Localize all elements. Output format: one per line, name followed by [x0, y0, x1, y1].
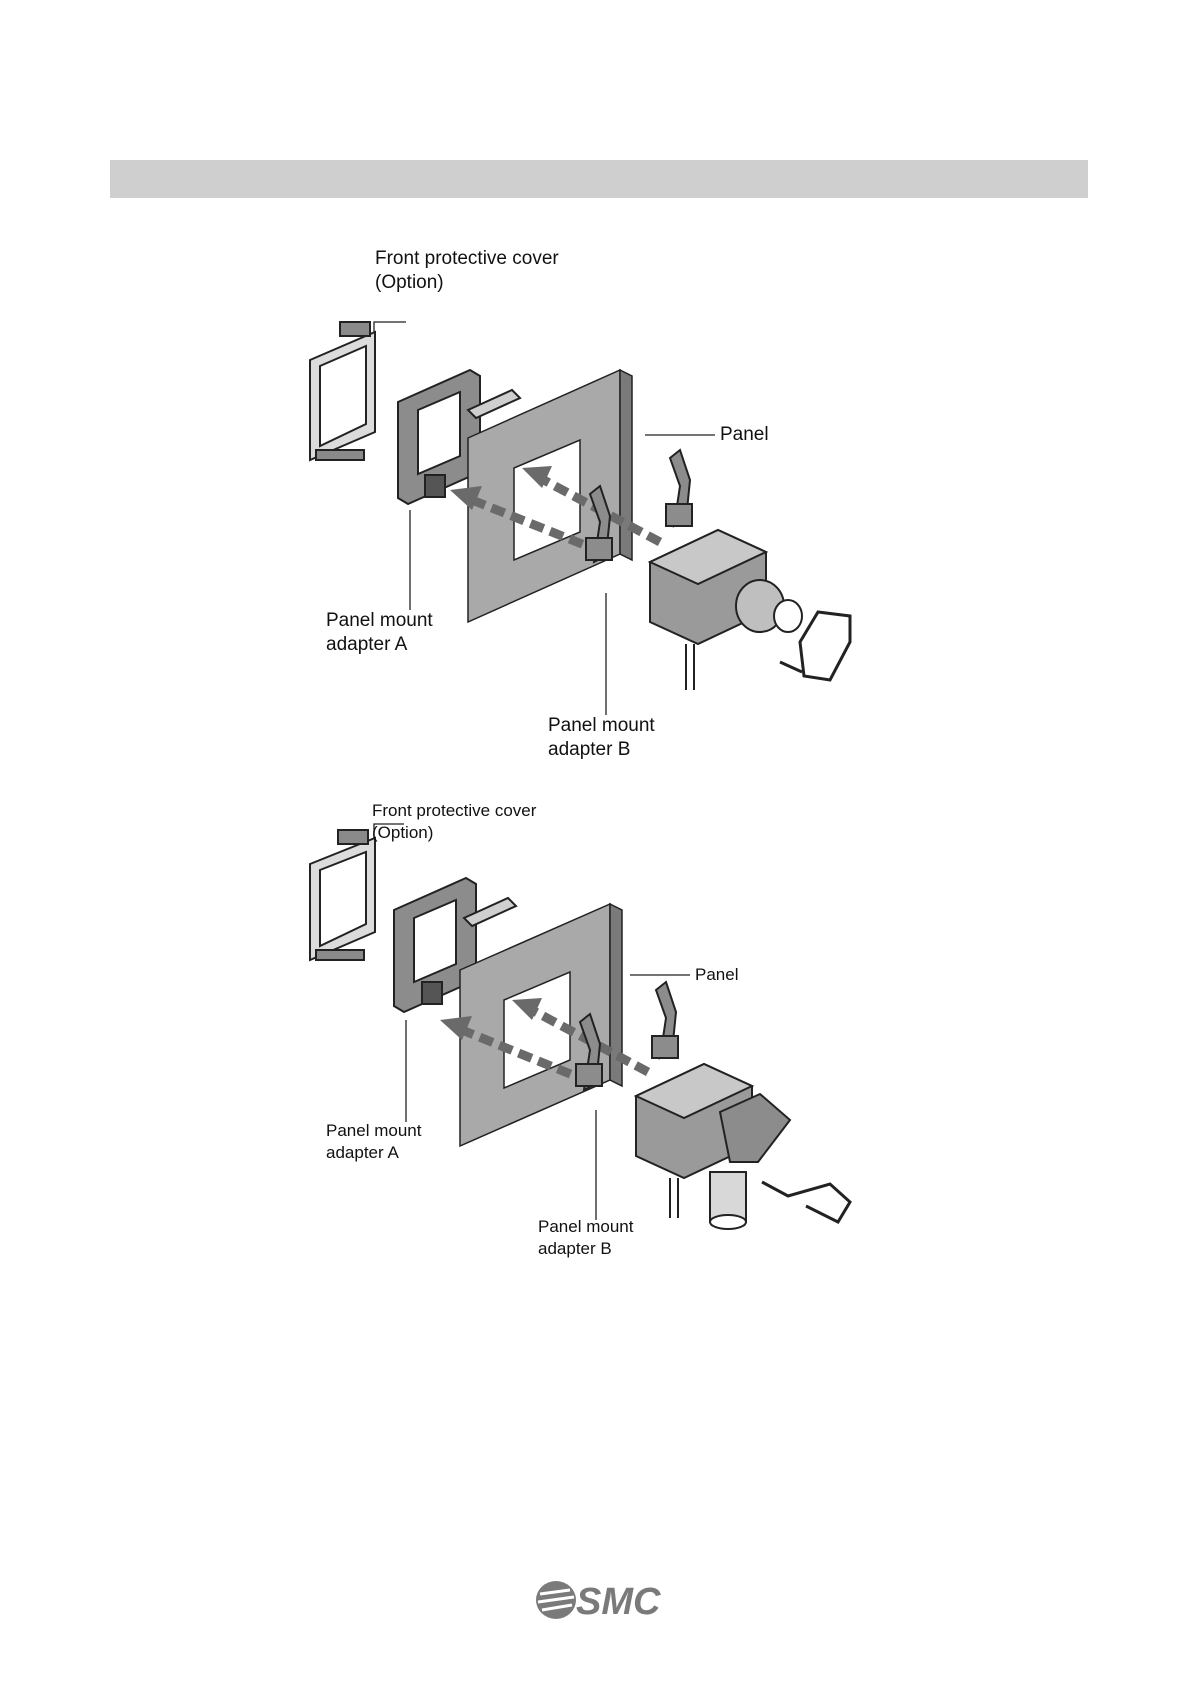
- adapter-b-label-line1: Panel mount: [538, 1216, 633, 1238]
- smc-logo: SMC: [534, 1578, 664, 1622]
- front-protective-cover-shape: [310, 830, 375, 960]
- front-protective-cover-shape: [310, 322, 375, 460]
- front-cover-option-label: (Option): [375, 271, 444, 294]
- mounting-diagram-1: Front protective cover (Option) Panel Pa…: [290, 260, 930, 760]
- adapter-b-label-line2: adapter B: [538, 1238, 612, 1260]
- adapter-a-label-line1: Panel mount: [326, 609, 433, 632]
- panel-label: Panel: [720, 423, 769, 446]
- adapter-b-label-line1: Panel mount: [548, 714, 655, 737]
- mounting-diagram-2: Front protective cover (Option) Panel Pa…: [290, 812, 930, 1262]
- smc-logo-icon: SMC: [534, 1578, 664, 1622]
- front-cover-label: Front protective cover: [372, 800, 536, 822]
- panel-label: Panel: [695, 964, 738, 986]
- leader-front-cover: [374, 322, 406, 352]
- adapter-a-label-line1: Panel mount: [326, 1120, 421, 1142]
- exploded-view-drawing-1: [290, 260, 930, 760]
- panel-shape: [460, 904, 622, 1146]
- adapter-a-label-line2: adapter A: [326, 633, 407, 656]
- exploded-view-drawing-2: [290, 812, 930, 1262]
- adapter-a-label-line2: adapter A: [326, 1142, 399, 1164]
- logo-text: SMC: [576, 1581, 661, 1622]
- front-cover-option-label: (Option): [372, 822, 433, 844]
- sensor-body-shape: [636, 1064, 790, 1229]
- section-header-bar: [110, 160, 1088, 198]
- adapter-b-label-line2: adapter B: [548, 738, 630, 761]
- front-cover-label: Front protective cover: [375, 247, 559, 270]
- sensor-body-shape: [650, 530, 802, 690]
- mounting-bracket-shape: [762, 1182, 850, 1222]
